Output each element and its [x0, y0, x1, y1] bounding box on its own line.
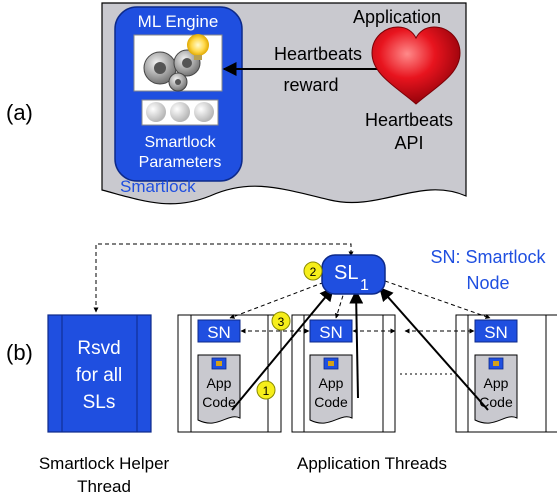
smartlock-params-line1: Smartlock: [144, 134, 216, 151]
helper-block-line3: SLs: [83, 392, 116, 413]
app-code-2-line2: Code: [314, 394, 348, 410]
sl-to-sn-1: [229, 279, 331, 319]
step-3-badge: [271, 311, 291, 331]
sl1-label: SL: [334, 262, 358, 284]
sl-to-sn-2: [334, 288, 346, 319]
ml-engine-label: ML Engine: [138, 12, 219, 31]
acquire-arrow-1: [231, 286, 334, 411]
thread-1: [177, 314, 282, 433]
app-code-1-line2: Code: [202, 394, 236, 410]
acquire-arrow-2: [349, 289, 364, 399]
step-1-label: 1: [263, 384, 270, 398]
heartbeats-reward-line1: Heartbeats: [274, 44, 362, 64]
lock-icon-3: [488, 357, 504, 370]
sn-node-2: SN: [319, 323, 343, 342]
step-3-label: 3: [278, 315, 285, 329]
heart-icon: [371, 26, 461, 105]
threads-caption: Application Threads: [297, 454, 447, 473]
helper-caption-line2: Thread: [77, 477, 131, 496]
helper-caption-line1: Smartlock Helper: [39, 454, 170, 473]
gears-icon: [133, 34, 223, 92]
parameters-icon: [141, 99, 219, 126]
helper-block-line1: Rsvd: [77, 338, 120, 359]
smartlock-label: Smartlock: [120, 177, 196, 196]
heartbeats-reward-line2: reward: [283, 75, 338, 95]
step-1-badge: [256, 380, 276, 400]
sn-legend-line1: SN: Smartlock: [430, 247, 546, 267]
step-2-badge: [303, 261, 323, 281]
application-label: Application: [353, 7, 441, 27]
app-code-3-line1: App: [484, 375, 509, 391]
part-a-label: (a): [6, 100, 33, 125]
sn-node-3: SN: [484, 323, 508, 342]
heartbeats-api-line2: API: [394, 133, 423, 153]
lock-icon-2: [323, 357, 339, 370]
sl1-node: [321, 254, 386, 295]
sn-node-1: SN: [207, 323, 231, 342]
part-b-label: (b): [6, 340, 33, 365]
step-2-label: 2: [310, 265, 317, 279]
lock-icon-1: [211, 357, 227, 370]
app-code-2-line1: App: [319, 375, 344, 391]
heartbeats-api-line1: Heartbeats: [365, 110, 453, 130]
acquire-arrow-3: [379, 286, 489, 411]
thread-2: [291, 314, 396, 433]
smartlock-params-line2: Parameters: [139, 154, 222, 171]
sl-to-sn-3: [384, 280, 491, 319]
sl1-subscript: 1: [360, 277, 369, 294]
sn-legend-line2: Node: [466, 273, 509, 293]
helper-block-line2: for all: [76, 365, 122, 386]
helper-thread-box: [47, 314, 152, 433]
app-code-1-line1: App: [207, 375, 232, 391]
helper-feedback-line: [93, 243, 354, 313]
app-code-3-line2: Code: [479, 394, 513, 410]
lightbulb-icon: [187, 34, 209, 60]
